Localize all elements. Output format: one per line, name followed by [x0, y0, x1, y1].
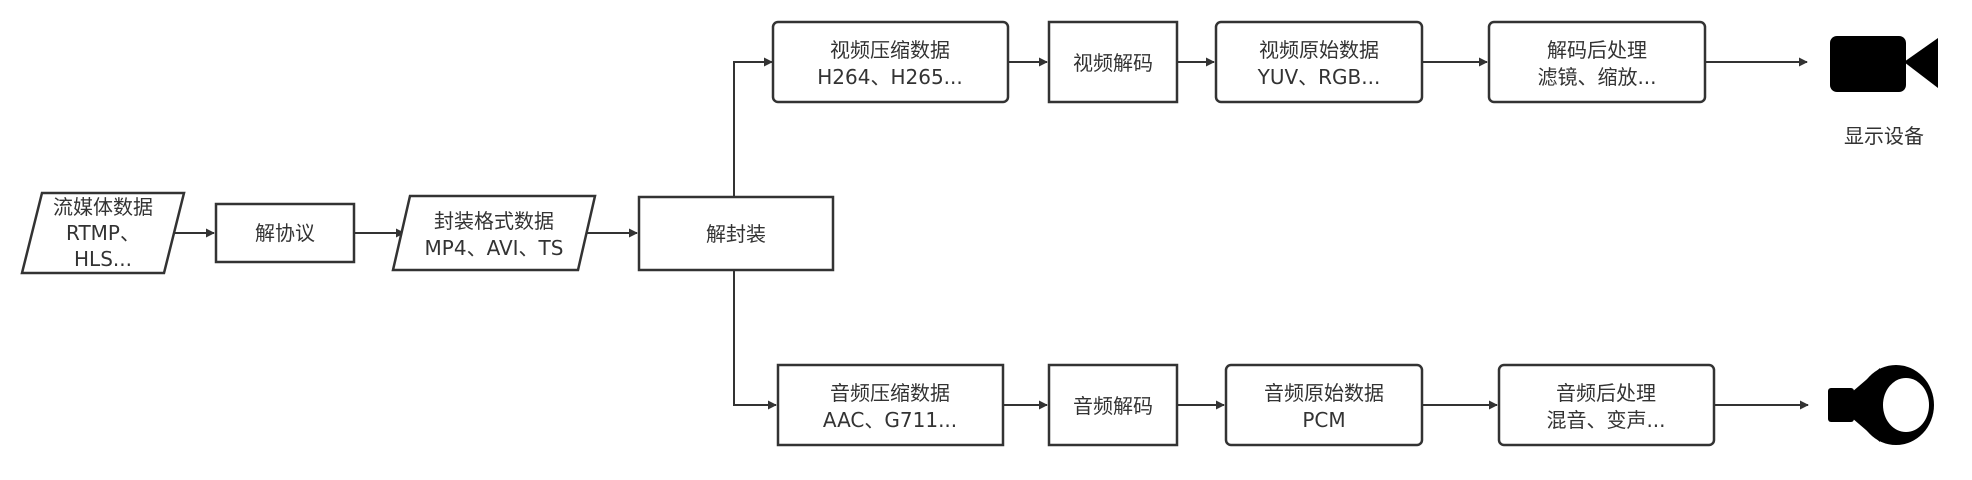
node-video-decode: 视频解码	[1047, 20, 1179, 104]
node-protocol-label: 解协议	[255, 221, 315, 245]
node-stream-line3: HLS...	[74, 247, 132, 271]
node-stream-line1: 流媒体数据	[53, 195, 153, 219]
node-audio-compressed-line1: 音频压缩数据	[830, 381, 950, 405]
node-stream: 流媒体数据 RTMP、 HLS...	[20, 191, 186, 275]
arrow-demux-to-video	[733, 57, 773, 196]
node-audio-decode-label: 音频解码	[1073, 394, 1153, 418]
node-audio-compressed-line2: AAC、G711...	[823, 408, 957, 432]
node-container-line2: MP4、AVI、TS	[425, 236, 564, 260]
node-video-compressed-line1: 视频压缩数据	[830, 38, 950, 62]
node-protocol: 解协议	[214, 202, 356, 264]
node-video-compressed: 视频压缩数据 H264、H265...	[771, 20, 1010, 104]
node-video-raw-line1: 视频原始数据	[1259, 38, 1379, 62]
node-audio-raw-line1: 音频原始数据	[1264, 381, 1384, 405]
video-camera-icon	[1830, 36, 1938, 92]
node-video-raw-line2: YUV、RGB...	[1257, 65, 1381, 89]
node-demux: 解封装	[637, 195, 835, 272]
node-audio-post: 音频后处理 混音、变声...	[1497, 363, 1716, 447]
connectors	[166, 57, 1809, 410]
display-device-label: 显示设备	[1844, 124, 1924, 148]
node-container: 封装格式数据 MP4、AVI、TS	[391, 194, 597, 272]
node-audio-compressed: 音频压缩数据 AAC、G711...	[776, 363, 1005, 447]
node-audio-raw: 音频原始数据 PCM	[1224, 363, 1424, 447]
node-audio-post-line2: 混音、变声...	[1546, 408, 1665, 432]
node-container-line1: 封装格式数据	[434, 209, 554, 233]
node-video-decode-label: 视频解码	[1073, 51, 1153, 75]
node-audio-raw-line2: PCM	[1302, 408, 1345, 432]
arrow-demux-to-audio	[733, 271, 777, 410]
node-video-post: 解码后处理 滤镜、缩放...	[1487, 20, 1707, 104]
node-demux-label: 解封装	[706, 222, 766, 246]
node-audio-post-line1: 音频后处理	[1556, 381, 1656, 405]
node-audio-decode: 音频解码	[1047, 363, 1179, 447]
node-video-compressed-line2: H264、H265...	[817, 65, 963, 89]
speaker-icon	[1828, 365, 1934, 445]
node-video-post-line1: 解码后处理	[1547, 38, 1647, 62]
node-video-raw: 视频原始数据 YUV、RGB...	[1214, 20, 1424, 104]
node-stream-line2: RTMP、	[66, 221, 140, 245]
node-video-post-line2: 滤镜、缩放...	[1537, 65, 1656, 89]
